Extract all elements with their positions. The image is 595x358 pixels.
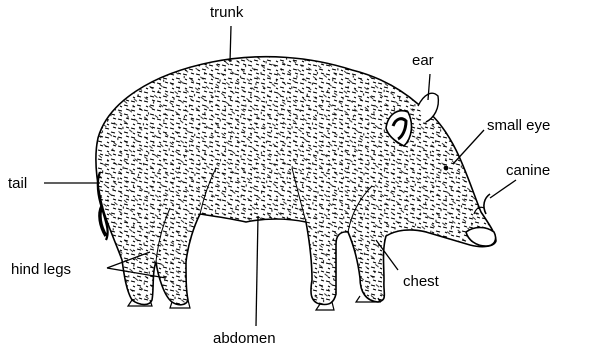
eye-dot [444, 166, 449, 171]
label-canine: canine [506, 163, 550, 178]
canine-tooth [484, 194, 490, 214]
trunk-leader [230, 26, 231, 62]
label-hind-legs: hind legs [11, 262, 71, 277]
label-ear: ear [412, 53, 434, 68]
label-chest: chest [403, 274, 439, 289]
label-tail: tail [8, 176, 27, 191]
small-eye-leader [453, 130, 484, 164]
canine-leader [490, 180, 516, 198]
label-abdomen: abdomen [213, 331, 276, 346]
label-small-eye: small eye [487, 118, 550, 133]
abdomen-leader [256, 216, 258, 326]
animal-body [80, 40, 510, 320]
label-trunk: trunk [210, 5, 243, 20]
